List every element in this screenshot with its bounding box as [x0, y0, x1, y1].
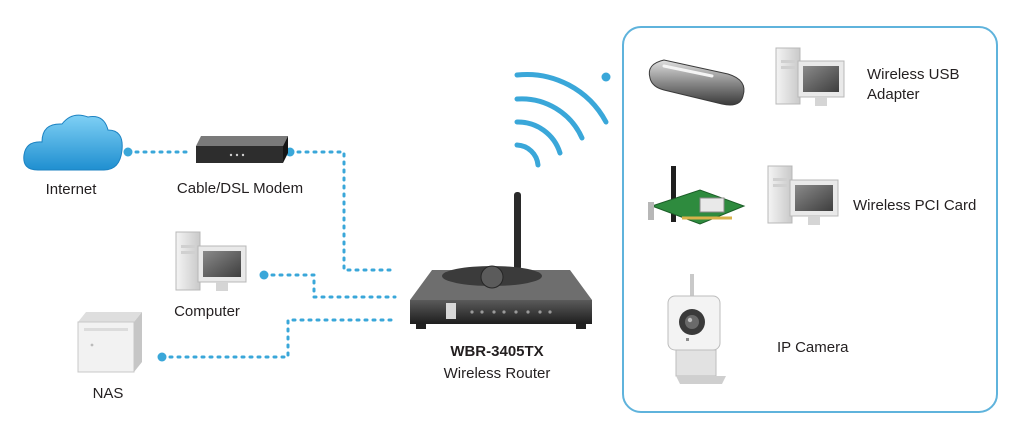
cloud-icon	[23, 114, 123, 171]
wifi-signal-dot	[601, 72, 611, 82]
computer-icon	[175, 231, 247, 291]
link-endpoint-dot	[259, 270, 269, 280]
wifi-signal-icon	[514, 72, 609, 168]
link-computer-router	[262, 273, 397, 299]
nas-icon	[77, 312, 142, 373]
usb-adapter-label-line1: Wireless USB	[867, 66, 960, 83]
computer-icon	[767, 165, 839, 225]
wireless-clients-panel	[622, 26, 998, 413]
pci-card-icon	[648, 166, 746, 225]
link-endpoint-dot	[157, 352, 167, 362]
router-type-label: Wireless Router	[443, 365, 551, 382]
router-model-label: WBR-3405TX	[450, 343, 544, 360]
link-modem-router	[288, 150, 397, 272]
pci-card-label: Wireless PCI Card	[853, 197, 977, 214]
modem-label: Cable/DSL Modem	[176, 180, 304, 197]
usb-adapter-label-line2: Adapter	[867, 86, 920, 103]
computer-icon	[775, 47, 845, 106]
nas-label: NAS	[92, 385, 124, 402]
usb-adapter-icon	[648, 59, 745, 106]
ip-camera-label: IP Camera	[777, 339, 849, 356]
modem-icon	[196, 136, 288, 163]
router-icon	[410, 192, 592, 329]
ip-camera-icon	[667, 274, 726, 384]
link-endpoint-dot	[123, 147, 133, 157]
internet-label: Internet	[45, 181, 97, 198]
link-nas-router	[160, 318, 397, 359]
computer-label: Computer	[174, 303, 240, 320]
connection-lines	[126, 150, 397, 359]
